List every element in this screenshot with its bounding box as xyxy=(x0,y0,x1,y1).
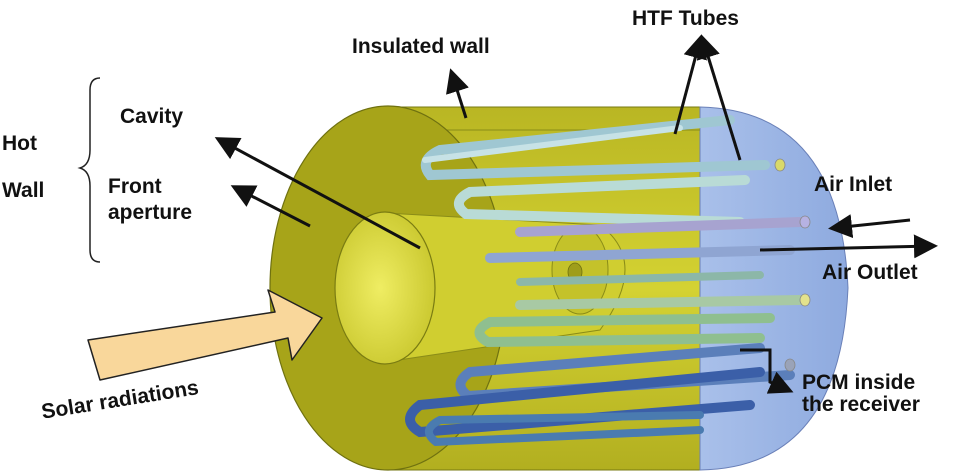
front-aperture-label-line1: Front xyxy=(108,174,192,200)
front-aperture-label: Front aperture xyxy=(108,174,192,226)
front-aperture-label-line2: aperture xyxy=(108,200,192,226)
insulated-wall-label: Insulated wall xyxy=(352,36,490,57)
htf-tube xyxy=(520,300,800,305)
hot-wall-label-hot: Hot xyxy=(2,133,37,154)
tube-end xyxy=(775,159,785,171)
air-outlet-label: Air Outlet xyxy=(822,262,918,283)
htf-tubes-label: HTF Tubes xyxy=(632,8,739,29)
tube-end xyxy=(785,359,795,371)
pcm-label-line2: the receiver xyxy=(802,394,920,416)
hot-wall-bracket xyxy=(80,78,100,262)
air-inlet-arrow xyxy=(834,220,910,228)
front-aperture xyxy=(335,212,435,364)
pcm-label: PCM inside the receiver xyxy=(802,372,920,416)
hot-wall-label-wall: Wall xyxy=(2,180,44,201)
cavity-label: Cavity xyxy=(120,106,183,127)
tube-end xyxy=(800,216,810,228)
air-inlet-label: Air Inlet xyxy=(814,174,892,195)
tube-end xyxy=(800,294,810,306)
pcm-label-line1: PCM inside xyxy=(802,372,920,394)
